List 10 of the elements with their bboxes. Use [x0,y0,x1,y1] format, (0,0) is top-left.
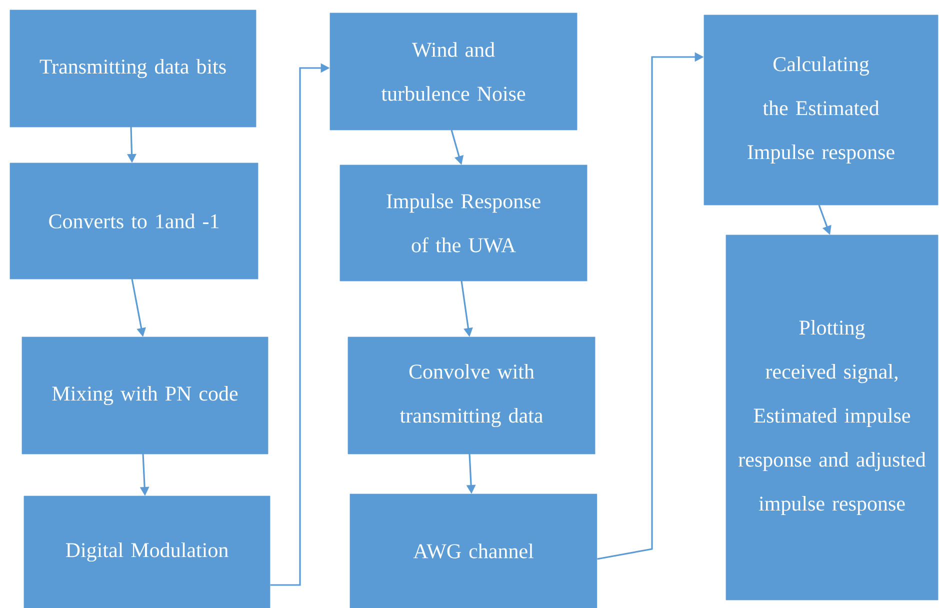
process-box: Transmitting data bits [10,10,256,128]
process-box: Digital Modulation [24,496,270,608]
process-box: Impulse Response of the UWA [340,164,588,282]
process-box: Converts to 1and -1 [10,162,258,280]
process-box: Wind and turbulence Noise [330,12,578,130]
process-box: Mixing with PN code [22,336,268,454]
process-box: Plotting received signal, Estimated impulse response and adjusted impulse response [726,234,938,600]
process-box: Convolve with transmitting data [348,336,596,454]
process-box: Calculating the Estimated Impulse response [704,14,938,206]
process-box: AWG channel [350,494,598,608]
